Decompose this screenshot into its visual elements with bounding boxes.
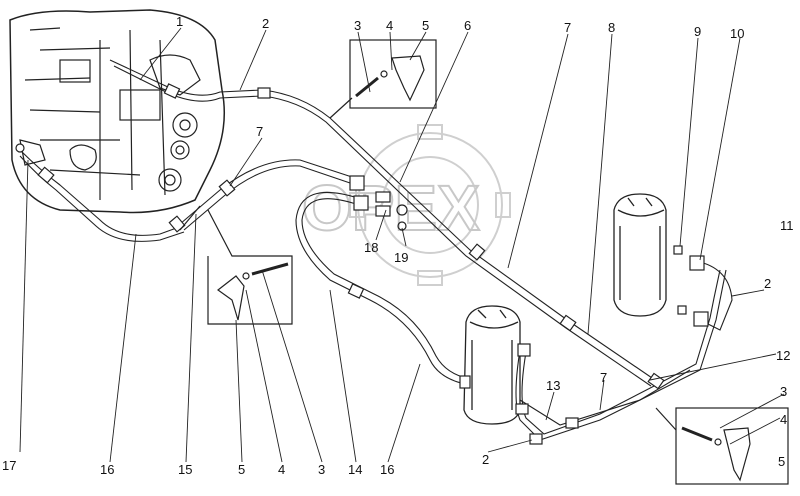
- inset-bracket-top: [329, 39, 437, 119]
- callout-18: 18: [364, 240, 378, 255]
- callout-11: 11: [780, 218, 794, 233]
- callout-9: 9: [694, 24, 701, 39]
- inset-bracket-bottom-left: [179, 205, 293, 325]
- callout-4: 4: [386, 18, 393, 33]
- callout-labels: 1 2 3 4 5 6 7 8 9 10 11 7 18 19 2 12 13 …: [2, 14, 794, 477]
- callout-16-left: 16: [100, 462, 114, 477]
- watermark-text: OPEX: [302, 172, 480, 244]
- callout-4-right: 4: [780, 412, 787, 427]
- callout-10: 10: [730, 26, 744, 41]
- callout-15: 15: [178, 462, 192, 477]
- oil-filter-housing-right: [613, 193, 667, 317]
- callout-2-right: 2: [764, 276, 771, 291]
- callout-1: 1: [176, 14, 183, 29]
- callout-8: 8: [608, 20, 615, 35]
- callout-7-upper-hose: 7: [256, 124, 263, 139]
- callout-13: 13: [546, 378, 560, 393]
- callout-12: 12: [776, 348, 790, 363]
- callout-2: 2: [262, 16, 269, 31]
- callout-7-lower: 7: [600, 370, 607, 385]
- hose-fittings: [15, 83, 709, 445]
- callout-16-bottom: 16: [380, 462, 394, 477]
- oil-filter-housing-center: [463, 305, 521, 425]
- callout-7: 7: [564, 20, 571, 35]
- callout-5: 5: [422, 18, 429, 33]
- callout-5-right: 5: [778, 454, 785, 469]
- leader-lines: [19, 27, 785, 463]
- callout-3: 3: [354, 18, 361, 33]
- callout-2-bottom: 2: [482, 452, 489, 467]
- transmission-housing: [9, 9, 226, 214]
- callout-19: 19: [394, 250, 408, 265]
- inset-bracket-bottom-right: [655, 407, 789, 485]
- callout-3-bottom: 3: [318, 462, 325, 477]
- callout-5-bottom: 5: [238, 462, 245, 477]
- callout-17: 17: [2, 458, 16, 473]
- callout-6: 6: [464, 18, 471, 33]
- callout-14: 14: [348, 462, 362, 477]
- callout-4-bottom: 4: [278, 462, 285, 477]
- callout-3-right: 3: [780, 384, 787, 399]
